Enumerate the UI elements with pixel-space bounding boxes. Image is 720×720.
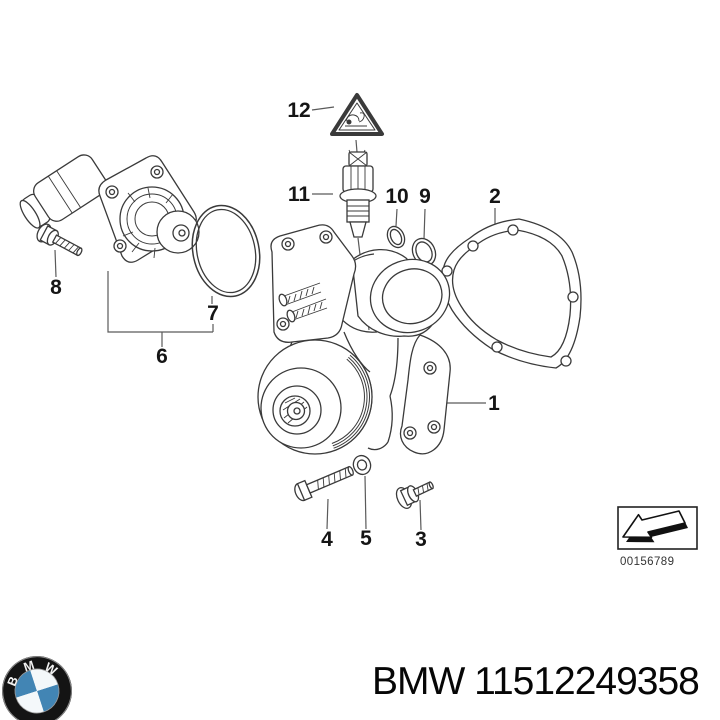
callout-label-12: 12 [287, 99, 310, 122]
hose-fitting [19, 154, 108, 229]
part-caption: BMW 11512249358 [372, 660, 700, 703]
bolt-3-part [395, 481, 434, 509]
bolt-4-part [294, 465, 354, 502]
part-number-text: 11512249358 [474, 660, 700, 703]
callout-labels: 12 11 10 9 2 1 8 7 6 4 5 3 [50, 99, 501, 551]
bolt-8-part [36, 223, 83, 257]
washer-5-part [352, 454, 372, 476]
logo-letter-m: M [22, 658, 36, 675]
callout-label-10: 10 [385, 185, 408, 208]
temperature-sensor-part [339, 149, 377, 238]
callout-label-11: 11 [288, 183, 311, 206]
bmw-roundel-logo: B M W [2, 656, 72, 720]
callout-label-8: 8 [50, 276, 62, 299]
o-ring-9-part [411, 237, 437, 267]
o-ring-7-part [191, 204, 261, 298]
callout-label-6: 6 [156, 345, 168, 368]
water-pump-part [257, 224, 451, 455]
warning-glyph [345, 112, 367, 127]
callout-label-7: 7 [207, 302, 219, 325]
callout-label-3: 3 [415, 528, 427, 551]
pump-inlet-mouth [369, 258, 451, 334]
warning-triangle-icon [330, 93, 384, 136]
logo-quadrant-white-bl [16, 691, 44, 713]
callout-label-1: 1 [488, 392, 500, 415]
callout-label-9: 9 [419, 185, 431, 208]
logo-quadrant-blue-ul [15, 670, 37, 698]
thermostat-part [19, 154, 200, 263]
callout-label-5: 5 [360, 527, 372, 550]
logo-quadrant-blue-br [37, 684, 59, 712]
gasket-part [441, 218, 582, 369]
photo-stamp: 00156789 [617, 506, 698, 568]
brand-text: BMW [372, 660, 465, 703]
callout-label-4: 4 [321, 528, 333, 551]
callout-label-2: 2 [489, 185, 501, 208]
stamp-code: 00156789 [620, 556, 674, 568]
stamp-arrow-icon [622, 510, 688, 543]
pump-pulley [257, 339, 373, 455]
stud-bolts [278, 282, 328, 323]
logo-quadrant-white-ur [30, 669, 58, 691]
o-ring-10-part [386, 225, 406, 249]
callout-leader-lines [54, 106, 496, 531]
